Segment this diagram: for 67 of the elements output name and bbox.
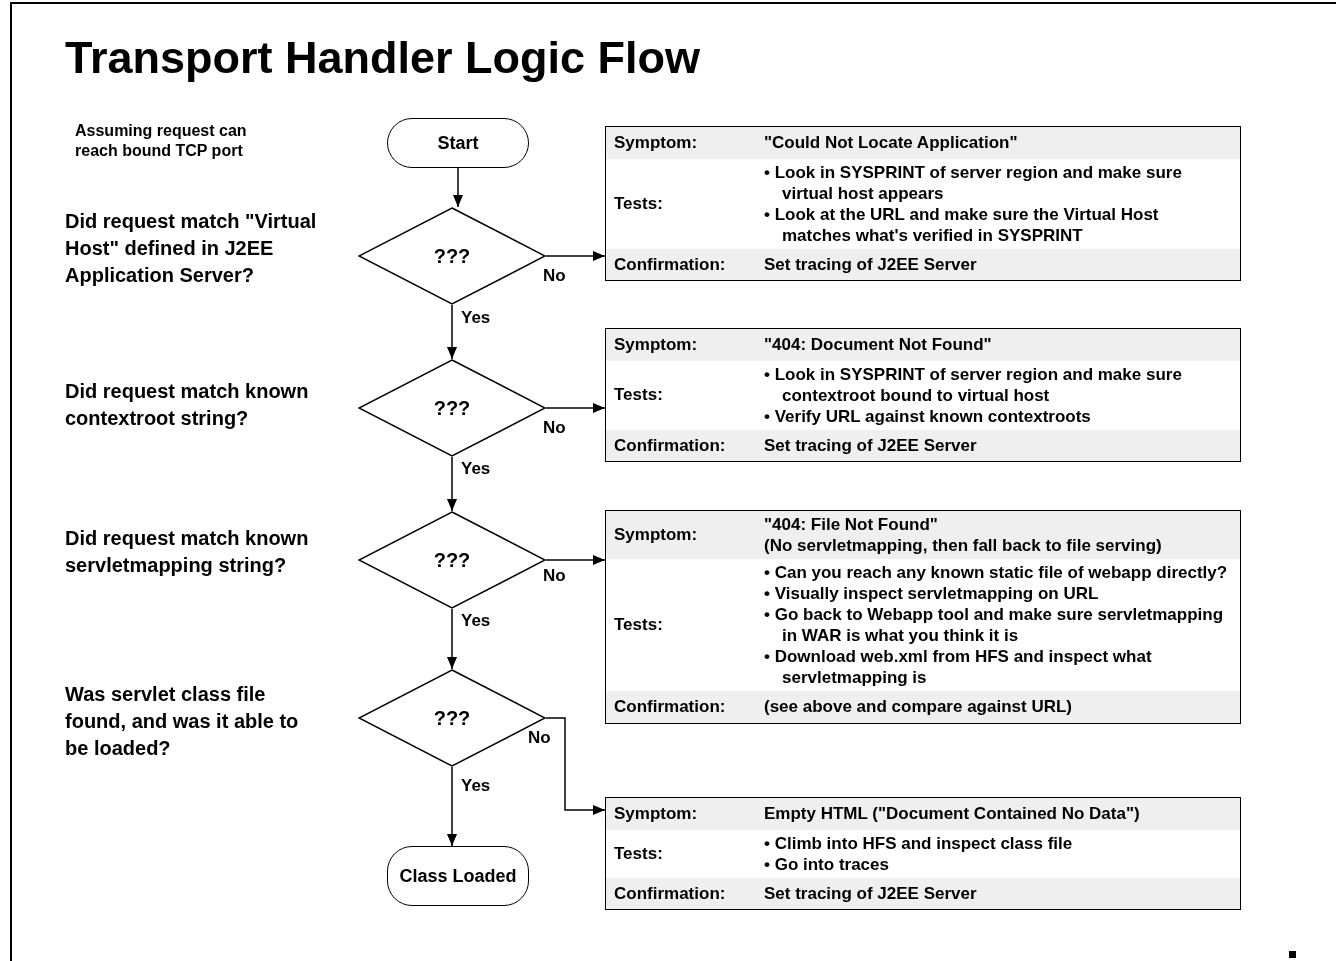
test-item: • Go into traces (764, 853, 890, 875)
test-item: • Climb into HFS and inspect class file (764, 832, 1074, 854)
table-row-shaded (606, 877, 1240, 909)
terminal-box: Start (387, 118, 529, 168)
arrow (447, 608, 457, 670)
decision-diamond (358, 207, 546, 305)
row-value: "Could Not Locate Application" (764, 132, 1019, 154)
row-value: Set tracing of J2EE Server (764, 253, 978, 275)
row-value: Set tracing of J2EE Server (764, 882, 978, 904)
row-heading: Symptom: (614, 524, 699, 547)
row-heading: Confirmation: (614, 253, 727, 276)
row-heading: Symptom: (614, 132, 699, 154)
table-row-shaded (606, 429, 1240, 461)
test-item: • Download web.xml from HFS and inspect what servletmapping is (764, 646, 1153, 688)
row-heading: Tests: (614, 192, 664, 215)
row-value: "404: File Not Found" (764, 514, 939, 535)
question-text: Did request match known servletmapping string? (65, 526, 310, 578)
arrow (447, 304, 457, 360)
arrow (545, 403, 606, 413)
table-row-shaded (606, 248, 1240, 280)
question-text: Did request match known contextroot string? (65, 379, 310, 431)
terminal-box: Class Loaded (387, 846, 529, 906)
row-value: (see above and compare against URL) (764, 696, 1073, 718)
row-heading: Symptom: (614, 803, 699, 825)
test-item: • Visually inspect servletmapping on URL (764, 583, 1100, 604)
row-heading: Confirmation: (614, 434, 727, 457)
decision-text: ??? (433, 396, 471, 421)
test-item: • Go back to Webapp tool and make sure servletmapping in WAR is what you think it is (764, 604, 1225, 646)
arrow (545, 251, 606, 261)
decision-diamond (358, 511, 546, 609)
symptom-table (605, 126, 1241, 281)
table-row-shaded (606, 329, 1240, 361)
table-row-shaded (606, 127, 1240, 159)
title: Transport Handler Logic Flow (65, 32, 701, 84)
arrow (453, 167, 463, 208)
test-item: • Look in SYSPRINT of server region and make sure virtual host appears (764, 161, 1183, 204)
decision-diamond (358, 359, 546, 457)
test-item: • Can you reach any known static file of webapp directly? (764, 562, 1229, 583)
arrow (447, 766, 457, 847)
table-row-shaded (606, 511, 1240, 559)
row-value: "404: Document Not Found" (764, 334, 993, 356)
symptom-table (605, 510, 1241, 724)
table-row-shaded (606, 798, 1240, 830)
arrow (545, 555, 606, 565)
test-item: • Look in SYSPRINT of server region and make sure contextroot bound to virtual host (764, 363, 1183, 406)
row-heading: Confirmation: (614, 882, 727, 905)
row-heading: Tests: (614, 842, 664, 865)
row-value: Empty HTML ("Document Contained No Data") (764, 803, 1141, 825)
symptom-table (605, 328, 1241, 462)
test-item: • Verify URL against known contextroots (764, 405, 1092, 427)
row-heading: Tests: (614, 614, 664, 637)
question-text: Was servlet class file found, and was it able to be loaded? (65, 682, 300, 761)
arrow (447, 456, 457, 512)
row-value: Set tracing of J2EE Server (764, 434, 978, 456)
row-heading: Confirmation: (614, 696, 727, 718)
symptom-table (605, 797, 1241, 910)
assumption-note: Assuming request can reach bound TCP port (75, 121, 248, 161)
test-item: • Look at the URL and make sure the Virtual Host matches what's verified in SYSPRINT (764, 203, 1160, 246)
row-heading: Symptom: (614, 334, 699, 356)
question-text: Did request match "Virtual Host" defined in J2EE Application Server? (65, 209, 318, 288)
decision-text: ??? (433, 548, 471, 573)
row-value: (No servletmapping, then fall back to file serving) (764, 535, 1163, 556)
row-heading: Tests: (614, 384, 664, 407)
decision-text: ??? (433, 244, 471, 269)
decision-text: ??? (433, 706, 471, 731)
table-row-shaded (606, 691, 1240, 723)
arrow (545, 717, 606, 815)
